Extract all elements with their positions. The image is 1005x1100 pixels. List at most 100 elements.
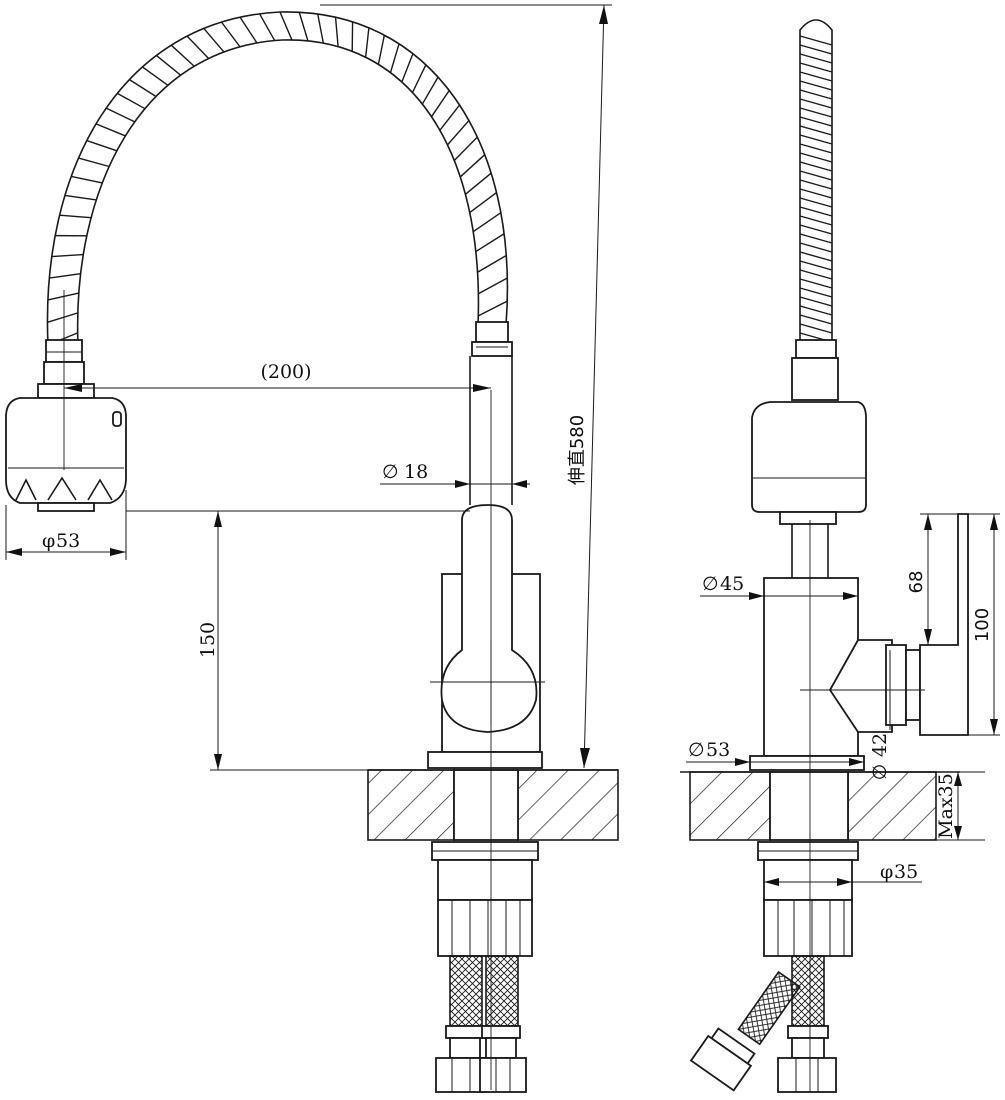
center-lines-front — [63, 290, 545, 1090]
side-hose-twist-mark — [799, 251, 833, 262]
hose-twist-mark — [317, 13, 325, 44]
side-hose-twist-mark — [799, 35, 833, 46]
side-hose-twist-mark — [799, 206, 833, 217]
side-hose-twist-mark — [799, 44, 833, 55]
countertop-section-side — [680, 771, 960, 841]
hose-twist-mark — [64, 194, 97, 201]
dim-lever-height: 68 — [906, 513, 968, 645]
side-hose-twist-mark — [799, 215, 833, 226]
side-hose-twist-marks — [799, 35, 833, 343]
faucet-body — [427, 504, 543, 769]
hose-twist-mark — [279, 11, 293, 41]
side-hose-twist-mark — [799, 89, 833, 100]
side-hose-twist-mark — [799, 233, 833, 244]
dim-stretch-length: 伸直580 — [320, 4, 612, 769]
side-hose-twist-mark — [799, 71, 833, 82]
hose-twist-mark — [411, 64, 427, 93]
side-hose-twist-mark — [799, 242, 833, 253]
hose-twist-mark — [478, 277, 508, 295]
hose-twist-mark — [47, 292, 79, 301]
countertop-section-front — [367, 769, 619, 841]
hose-twist-mark — [258, 13, 276, 41]
hose-twist-mark — [203, 27, 225, 53]
side-hose-twist-mark — [799, 305, 833, 316]
side-ferrule — [791, 339, 839, 401]
supply-hoses-front — [435, 955, 527, 1093]
hose-twist-mark — [298, 12, 309, 42]
side-hose-twist-mark — [799, 287, 833, 298]
dim-hose-dia: ∅ 18 — [380, 461, 530, 488]
hose-twist-mark — [377, 35, 386, 65]
side-hose-twist-mark — [799, 188, 833, 199]
dim-height-label: 150 — [197, 622, 219, 658]
hose-twist-mark — [142, 66, 169, 86]
side-spray-head — [751, 401, 867, 525]
dim-lever-dia-label: 42 — [869, 733, 891, 757]
dim-handle-height-label: 100 — [972, 608, 993, 642]
dim-spout-height: 150 — [126, 510, 470, 771]
dim-base-dia: ∅ 53 — [686, 739, 864, 766]
hose-twist-mark — [453, 136, 478, 161]
dim-lever-dia-symbol: ∅ — [869, 764, 891, 781]
side-hose-twist-mark — [799, 98, 833, 109]
hose-twist-mark — [49, 272, 81, 279]
hose-twist-mark — [472, 212, 502, 233]
hose-twist-mark — [334, 17, 339, 47]
dim-max-thickness-label: Max35 — [935, 773, 957, 839]
side-hose-twist-mark — [799, 260, 833, 271]
dim-lever-height-label: 68 — [906, 571, 927, 594]
hose-twist-marks — [47, 11, 508, 346]
hose-twist-mark — [459, 154, 486, 178]
side-hose-twist-mark — [799, 143, 833, 154]
hose-twist-mark — [155, 54, 182, 76]
dim-hose-dia-label: 18 — [404, 461, 428, 483]
hose-twist-mark — [421, 76, 439, 105]
hose-twist-mark — [129, 79, 157, 98]
hose-twist-mark — [71, 175, 103, 184]
hose-twist-mark — [475, 233, 505, 253]
side-hose-twist-mark — [799, 197, 833, 208]
side-hose-twist-mark — [799, 125, 833, 136]
side-hose-twist-mark — [799, 161, 833, 172]
side-hose-twist-mark — [799, 170, 833, 181]
hose-twist-mark — [186, 35, 210, 59]
side-hose-twist-mark — [799, 179, 833, 190]
side-hose-twist-mark — [799, 152, 833, 163]
hose-twist-mark — [78, 157, 110, 168]
dim-body-dia-label: 45 — [720, 573, 744, 595]
hose-twist-mark — [239, 16, 258, 44]
hose-twist-mark — [86, 139, 118, 152]
hose-twist-mark — [364, 27, 370, 58]
dim-base-dia-symbol: ∅ — [688, 739, 705, 761]
side-hose-twist-mark — [799, 80, 833, 91]
dim-head-dia: φ 53 — [5, 490, 127, 560]
hose-twist-mark — [477, 254, 507, 273]
spray-head — [5, 383, 127, 512]
dim-base-dia-label: 53 — [706, 739, 730, 761]
hose-twist-mark — [220, 21, 241, 48]
hose-twist-mark — [477, 300, 508, 317]
dim-head-dia-symbol: φ — [42, 530, 55, 552]
mounting-hardware-front — [431, 841, 539, 957]
side-hose-twist-mark — [799, 314, 833, 325]
dim-hose-dia-symbol: ∅ — [382, 461, 399, 483]
hose-twist-mark — [170, 44, 195, 67]
dim-shank-dia-label: 35 — [894, 861, 918, 883]
side-view: ∅ 45 68 100 ∅ 53 ∅ 42 — [680, 19, 1000, 1093]
dim-spout-reach: (200) — [64, 361, 491, 392]
hose-twist-mark — [105, 107, 136, 123]
hose-twist-mark — [430, 90, 450, 118]
side-hose-twist-mark — [799, 269, 833, 280]
side-hose-twist-mark — [799, 224, 833, 235]
dim-body-dia: ∅ 45 — [700, 573, 858, 600]
side-body — [749, 513, 969, 771]
side-hose-twist-mark — [799, 62, 833, 73]
side-hose-twist-mark — [799, 107, 833, 118]
side-hose-twist-mark — [799, 296, 833, 307]
hose-twist-mark — [116, 92, 146, 110]
dim-lever-dia: ∅ 42 — [869, 652, 891, 780]
dim-max-thickness: Max35 — [935, 771, 985, 841]
hose-arc — [46, 11, 509, 346]
side-hose — [799, 19, 833, 343]
